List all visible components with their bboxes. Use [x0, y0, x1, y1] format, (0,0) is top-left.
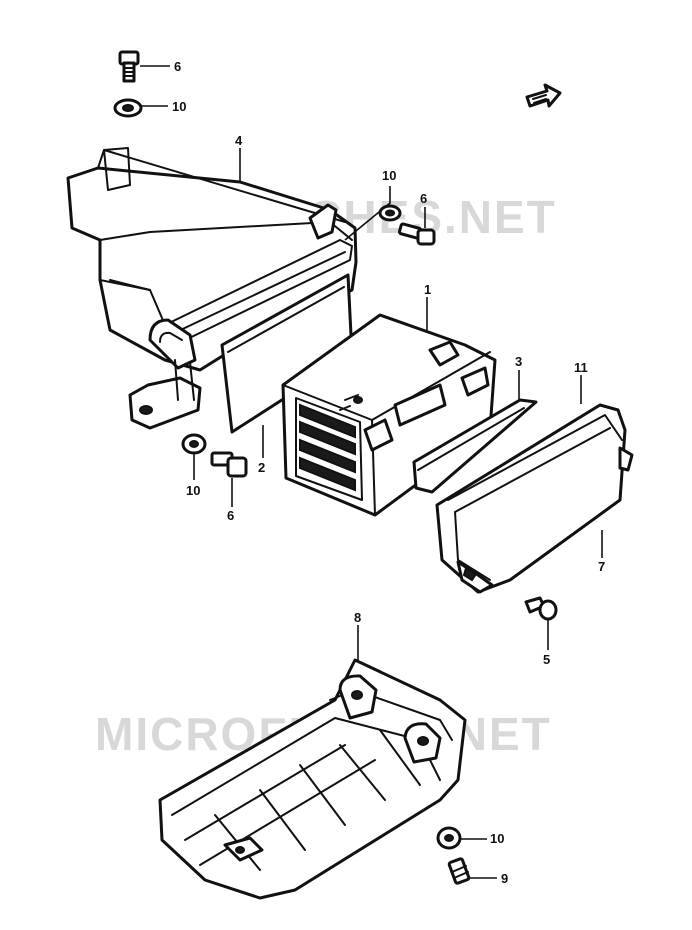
callout-6-mid: 6: [420, 191, 427, 206]
callout-10-top: 10: [172, 99, 186, 114]
callout-10-left: 10: [186, 483, 200, 498]
callout-labels: 6 10 4 10 6 1 3 11 2 10 6 7 5 8 10 9: [172, 59, 605, 886]
pad-part-3: [412, 398, 538, 494]
tray-part-8: [158, 658, 467, 900]
washer-part-10-top: [113, 98, 143, 118]
forward-arrow-icon: [525, 83, 562, 108]
callout-4: 4: [235, 133, 243, 148]
bolt-part-6-left: [210, 451, 248, 478]
callout-1: 1: [424, 282, 431, 297]
callout-6-top: 6: [174, 59, 181, 74]
washer-part-10-mid: [378, 204, 402, 222]
callout-10-bottom: 10: [490, 831, 504, 846]
washer-part-10-left: [181, 433, 207, 455]
callout-10-mid: 10: [382, 168, 396, 183]
bolt-part-6-top: [118, 50, 140, 83]
callout-6-left: 6: [227, 508, 234, 523]
callout-2: 2: [258, 460, 265, 475]
bolt-part-6-mid: [397, 222, 436, 246]
callout-11: 11: [574, 360, 588, 375]
screw-part-5: [524, 596, 558, 621]
callout-3: 3: [515, 354, 522, 369]
callout-8: 8: [354, 610, 361, 625]
cover-part-11: [435, 403, 634, 594]
washer-part-10-bottom: [436, 826, 462, 850]
bolt-part-9: [447, 857, 471, 885]
leader-lines: [140, 65, 603, 879]
callout-7: 7: [598, 559, 605, 574]
callout-9: 9: [501, 871, 508, 886]
callout-5: 5: [543, 652, 550, 667]
